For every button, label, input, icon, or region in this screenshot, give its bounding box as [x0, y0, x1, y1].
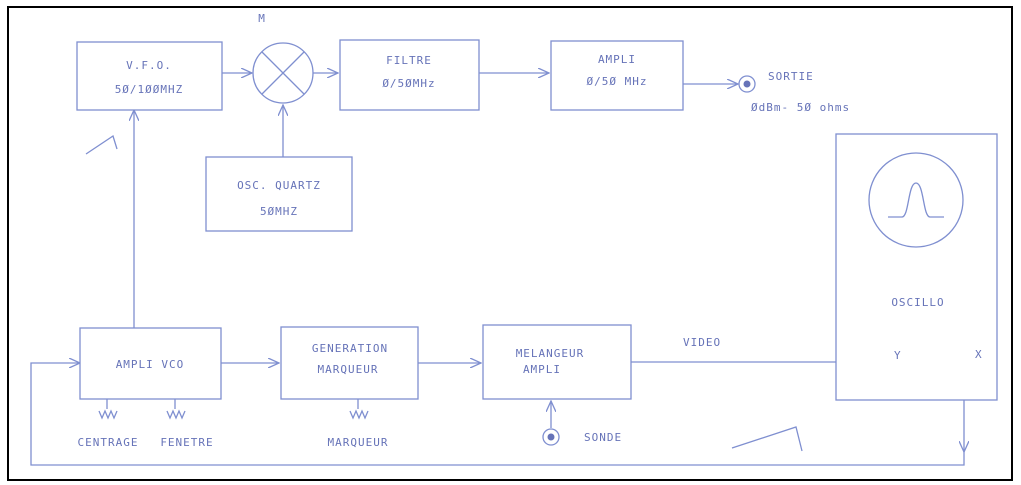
centrage-potentiometer: CENTRAGE: [78, 399, 139, 449]
oscillo-y-input: Y: [894, 349, 902, 362]
ramp-sweep-icon: [731, 426, 803, 452]
ampli-title: AMPLI: [598, 53, 636, 66]
fenetre-label: FENETRE: [160, 436, 213, 449]
mixer-label: M: [258, 12, 266, 25]
centrage-potentiometer-icon: [98, 399, 118, 420]
frame-border: [7, 6, 1013, 481]
mixer-block: M: [252, 12, 314, 104]
vfo-block: V.F.O. 5Ø/1ØØMHZ: [76, 41, 223, 111]
oscillo-label: OSCILLO: [891, 296, 944, 309]
oscillo-x-input: X: [975, 348, 983, 361]
sweep-sawtooth-icon: [85, 134, 118, 155]
quartz-box: [205, 156, 353, 232]
generation-title: GENERATION: [312, 342, 388, 355]
melangeur-subtitle: AMPLI: [523, 363, 561, 376]
marqueur-label: MARQUEUR: [328, 436, 389, 449]
filtre-range: Ø/5ØMHz: [382, 77, 435, 90]
quartz-frequency: 5ØMHZ: [260, 205, 298, 218]
ampli-box: [550, 40, 684, 111]
vfo-title: V.F.O.: [126, 59, 172, 72]
signal-wires: [30, 73, 965, 466]
generation-block: GENERATION MARQUEUR: [280, 326, 419, 400]
vco-block: AMPLI VCO: [79, 327, 222, 400]
ampli-range: Ø/5Ø MHz: [587, 75, 648, 88]
vfo-box: [76, 41, 223, 111]
filtre-block: FILTRE Ø/5ØMHz: [339, 39, 480, 111]
quartz-block: OSC. QUARTZ 5ØMHZ: [205, 156, 353, 232]
marqueur-potentiometer: MARQUEUR: [328, 399, 389, 449]
bell-curve-icon: [888, 182, 944, 218]
sortie-label: SORTIE: [768, 70, 814, 83]
melangeur-box: [482, 324, 632, 400]
sonde-connector-pin: [547, 433, 555, 441]
marqueur-potentiometer-icon: [349, 399, 369, 420]
video-label: VIDEO: [683, 336, 721, 349]
sortie-spec: ØdBm- 5Ø ohms: [751, 101, 850, 114]
vfo-range: 5Ø/1ØØMHZ: [115, 83, 184, 96]
melangeur-block: MELANGEUR AMPLI: [482, 324, 632, 400]
vco-box: [79, 327, 222, 400]
wire-feedback-loop: [30, 363, 965, 466]
mixer-cross-icon: [261, 51, 305, 95]
generation-box: [280, 326, 419, 400]
filtre-box: [339, 39, 480, 111]
quartz-title: OSC. QUARTZ: [237, 179, 321, 192]
sonde-probe: SONDE: [542, 428, 622, 446]
oscillo-screen: [868, 152, 964, 248]
sonde-label: SONDE: [584, 431, 622, 444]
vco-title: AMPLI VCO: [116, 358, 185, 371]
melangeur-title: MELANGEUR: [516, 347, 585, 360]
fenetre-potentiometer: FENETRE: [160, 399, 213, 449]
generation-subtitle: MARQUEUR: [318, 363, 379, 376]
fenetre-potentiometer-icon: [166, 399, 186, 420]
ampli-block: AMPLI Ø/5Ø MHz: [550, 40, 684, 111]
oscillo-block: OSCILLO Y X: [835, 133, 998, 401]
sortie-connector-pin: [743, 80, 751, 88]
sortie-output: SORTIE ØdBm- 5Ø ohms: [738, 70, 850, 114]
centrage-label: CENTRAGE: [78, 436, 139, 449]
filtre-title: FILTRE: [386, 54, 432, 67]
